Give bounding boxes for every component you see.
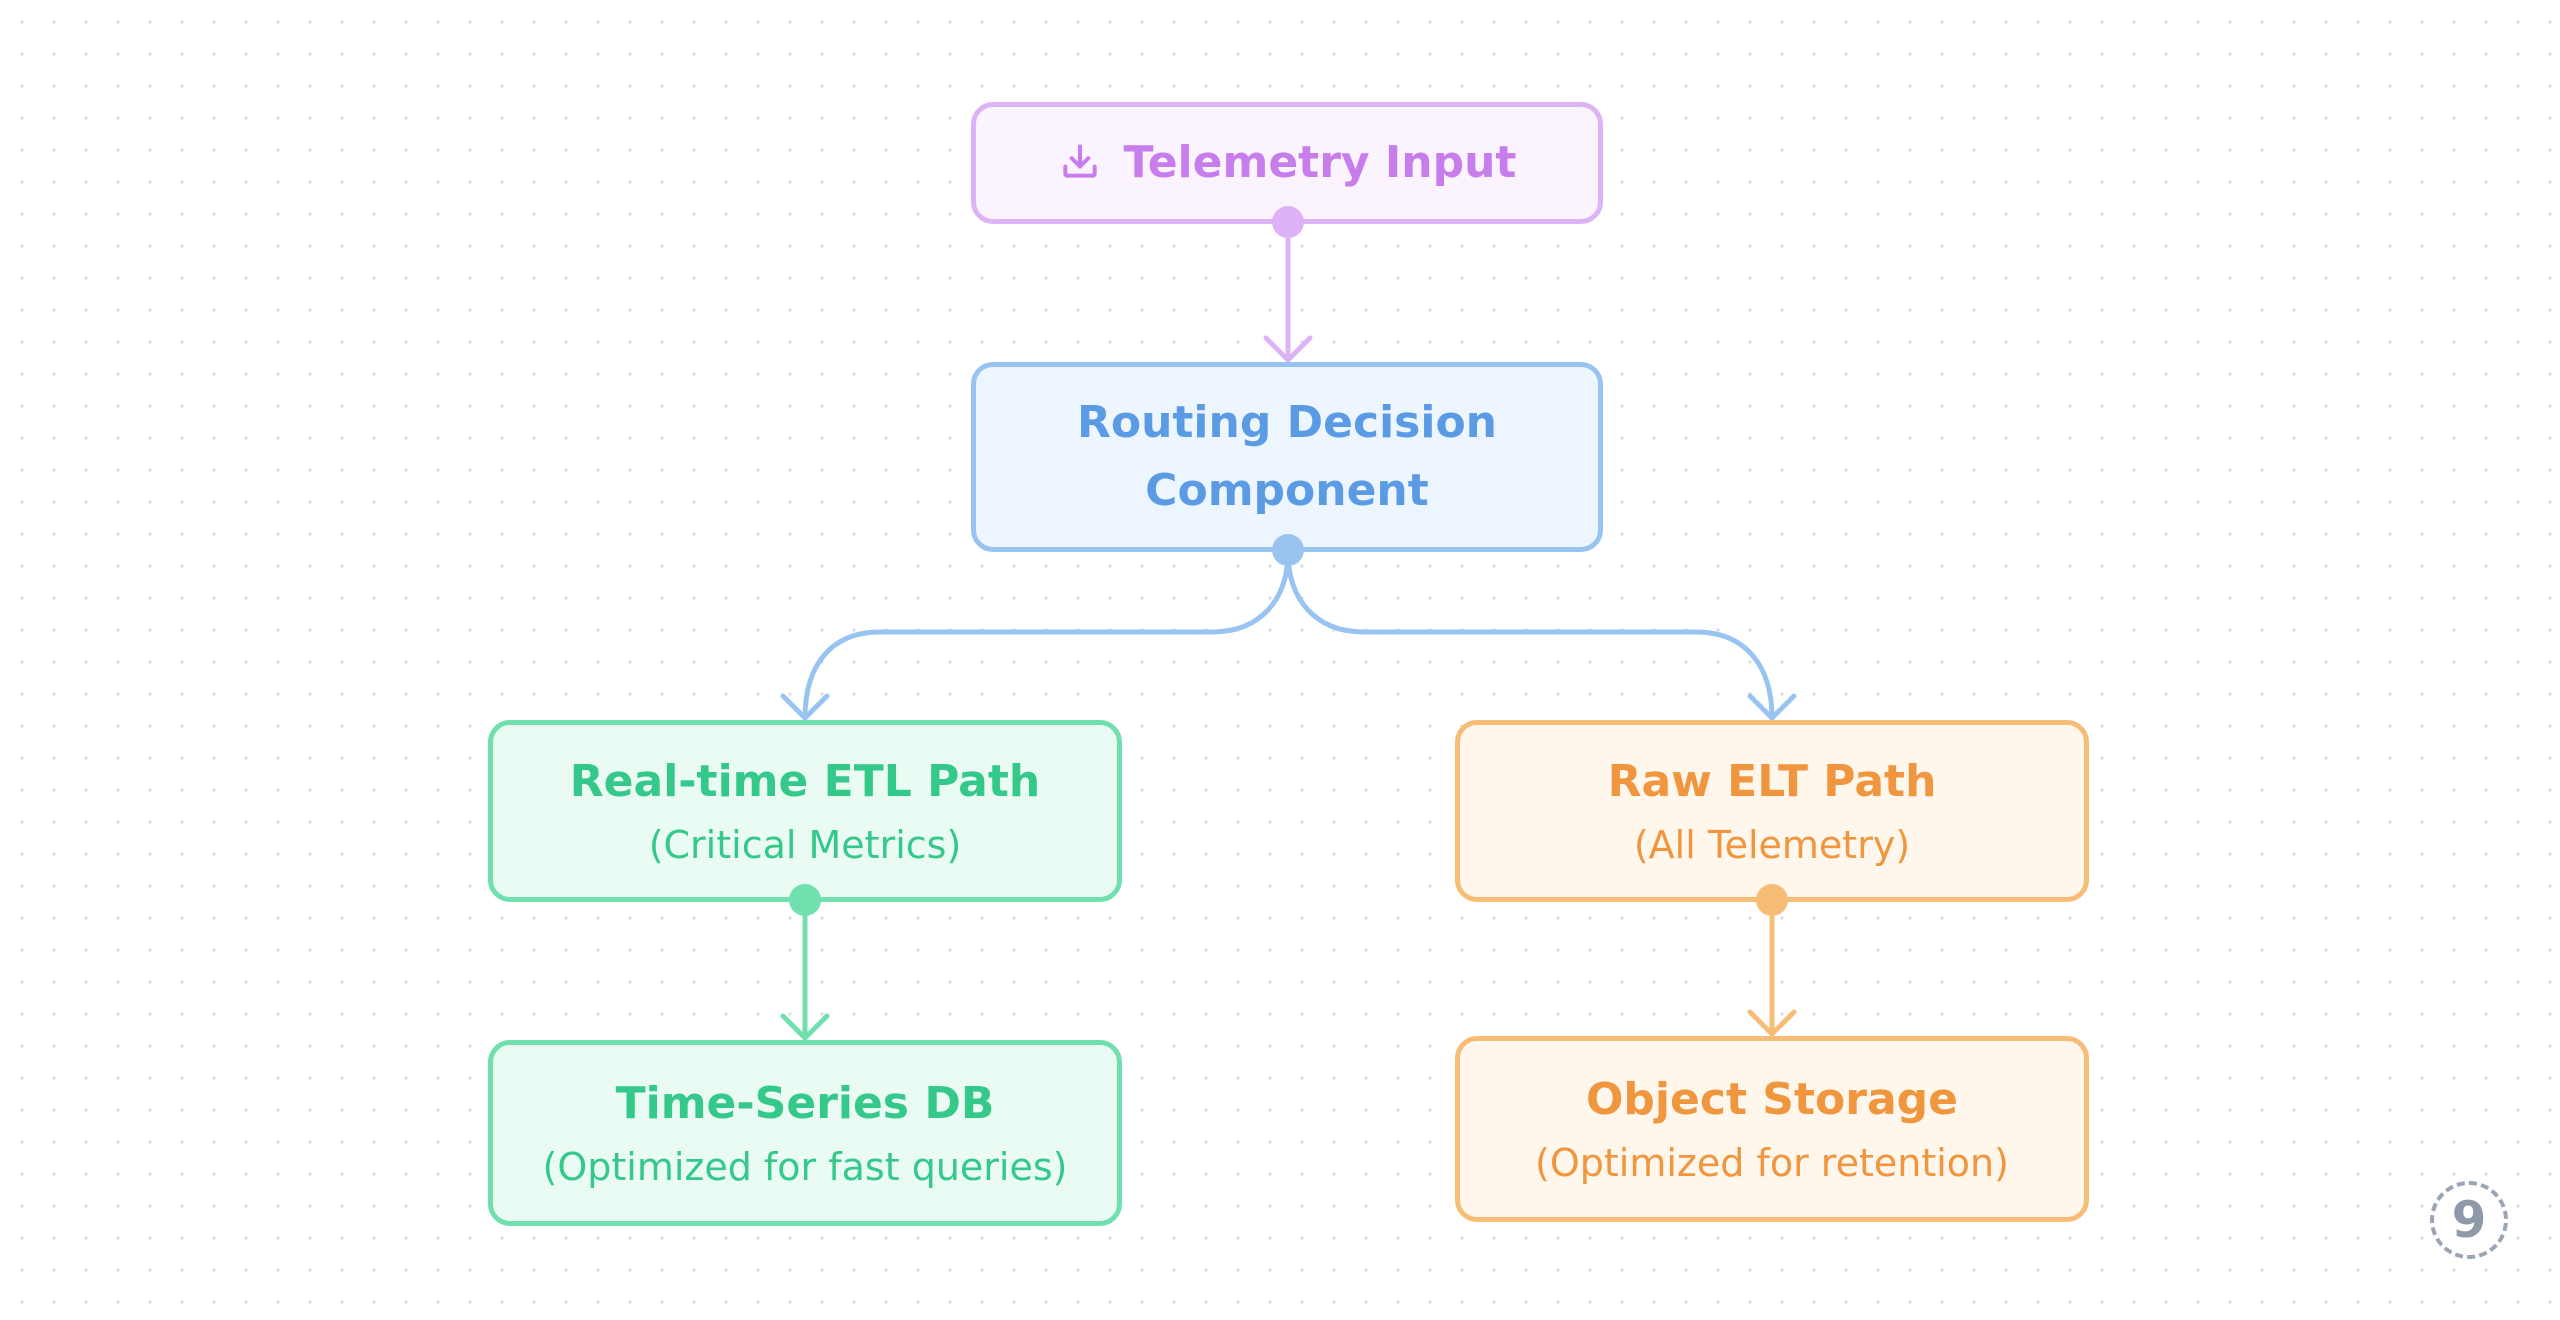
node-raw-elt-subtitle: (All Telemetry) [1633, 823, 1911, 867]
edge-routing-to-etl [802, 549, 1291, 721]
node-realtime-etl[interactable]: Real-time ETL Path (Critical Metrics) [488, 720, 1122, 902]
node-object-storage[interactable]: Object Storage (Optimized for retention) [1455, 1036, 2089, 1222]
node-object-storage-subtitle: (Optimized for retention) [1535, 1141, 2009, 1185]
node-telemetry-input[interactable]: Telemetry Input [971, 102, 1603, 224]
node-timeseries-db-subtitle: (Optimized for fast queries) [542, 1145, 1068, 1189]
edge-routing-to-etl-arrowhead [780, 693, 830, 721]
edge-routing-to-elt [1285, 549, 1775, 721]
node-routing-decision[interactable]: Routing Decision Component [971, 362, 1603, 552]
node-realtime-etl-title: Real-time ETL Path [569, 756, 1041, 807]
node-routing-decision-title-line1: Routing Decision [1076, 397, 1498, 448]
edge-elt-to-storage-arrowhead [1747, 1009, 1797, 1037]
node-timeseries-db-title: Time-Series DB [615, 1078, 995, 1129]
download-icon [1058, 139, 1102, 187]
node-realtime-etl-subtitle: (Critical Metrics) [648, 823, 962, 867]
edge-routing-to-elt-arrowhead [1747, 693, 1797, 721]
node-routing-decision-title-line2: Component [1145, 465, 1429, 516]
edge-etl-to-tsdb-arrowhead [780, 1013, 830, 1041]
node-telemetry-input-title: Telemetry Input [1123, 137, 1517, 188]
page-number-badge: 9 [2430, 1181, 2508, 1259]
node-object-storage-title: Object Storage [1586, 1074, 1958, 1125]
node-raw-elt-title: Raw ELT Path [1607, 756, 1937, 807]
node-raw-elt[interactable]: Raw ELT Path (All Telemetry) [1455, 720, 2089, 902]
node-timeseries-db[interactable]: Time-Series DB (Optimized for fast queri… [488, 1040, 1122, 1226]
edge-telemetry-to-routing-arrowhead [1263, 335, 1313, 363]
